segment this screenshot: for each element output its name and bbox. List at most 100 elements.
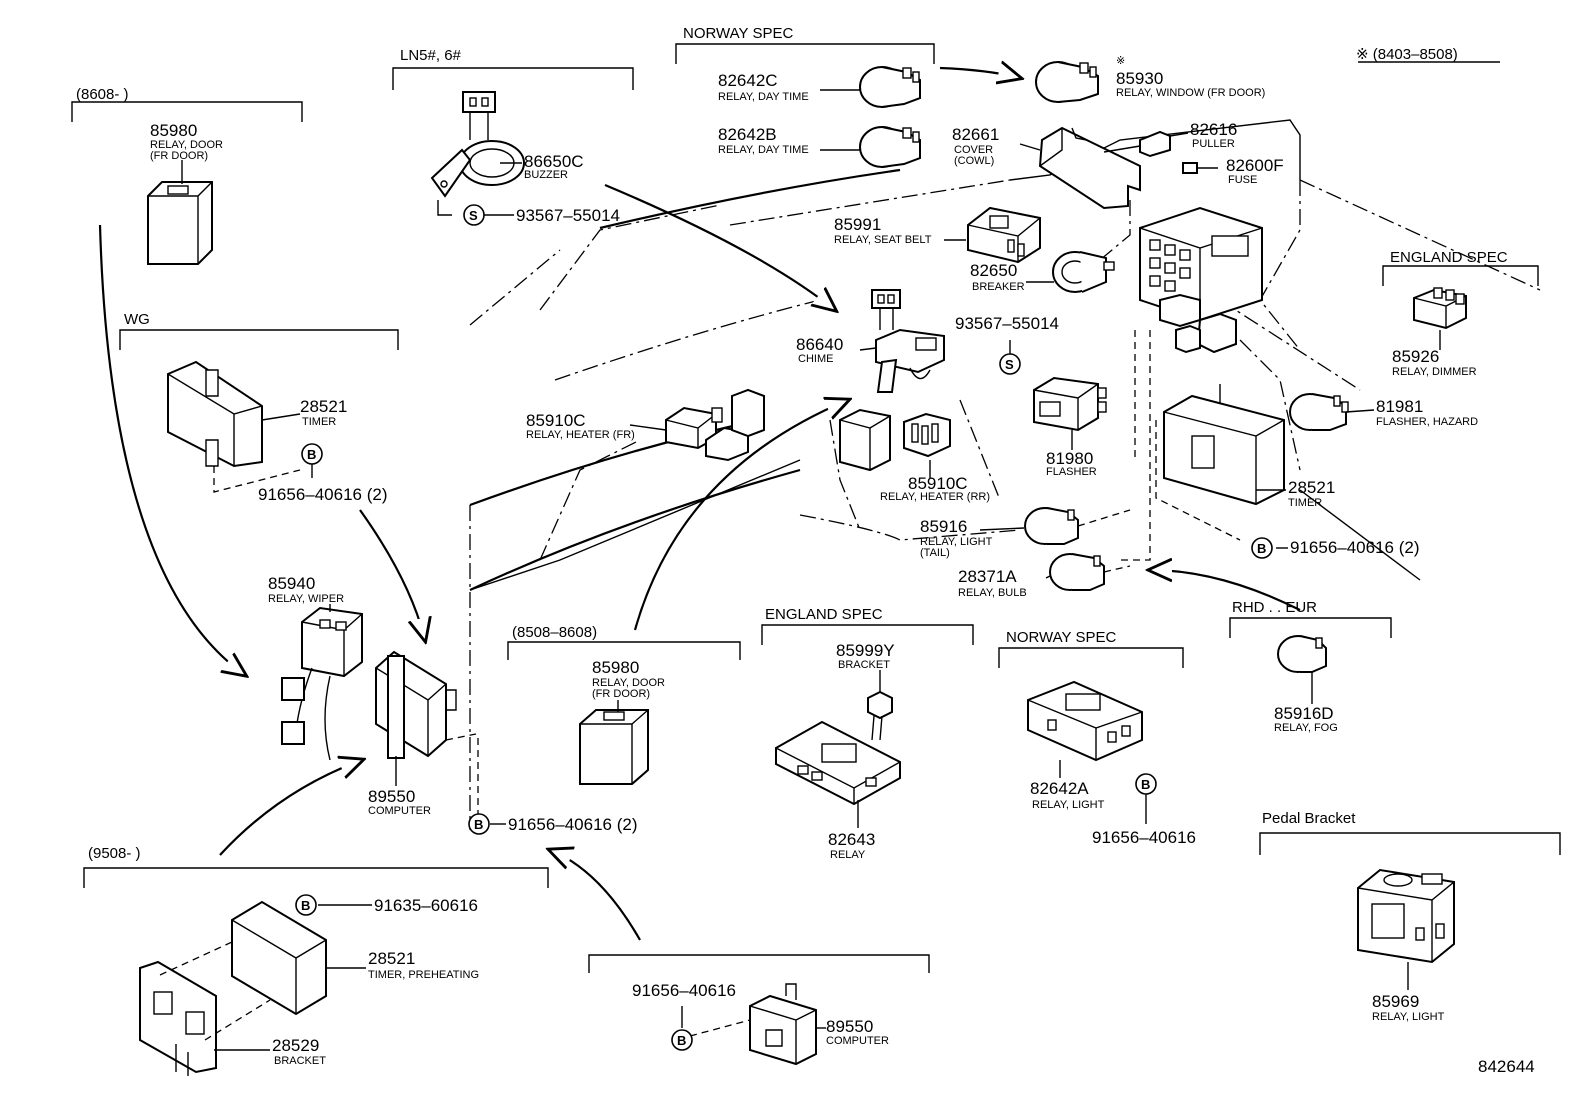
label-82650-num: 82650 — [970, 261, 1017, 280]
label-89550-l-d1: COMPUTER — [368, 805, 431, 817]
group-ln5: LN5#, 6# — [392, 47, 634, 90]
label-85916-num: 85916 — [920, 517, 967, 536]
label-85999y: 85999Y BRACKET — [836, 641, 895, 671]
label-82642a: 82642A RELAY, LIGHT — [1030, 779, 1105, 811]
label-85999y-d1: BRACKET — [838, 659, 890, 671]
label-85999y-num: 85999Y — [836, 641, 895, 660]
group-norway-mid-label: NORWAY SPEC — [1006, 629, 1116, 646]
clip-s-chime: S — [999, 353, 1021, 375]
part-labels: 85980 RELAY, DOOR (FR DOOR) 86650C BUZZE… — [150, 55, 1535, 1076]
label-82642c-num: 82642C — [718, 71, 778, 90]
computer-89550-l-shape — [375, 650, 477, 759]
clip-b-wg-glyph: B — [307, 447, 316, 462]
label-85980-mid-d2: (FR DOOR) — [592, 688, 650, 700]
label-91656-n-num: 91656–40616 — [1092, 828, 1196, 847]
parts-illustrations — [139, 61, 1467, 1076]
label-85940: 85940 RELAY, WIPER — [268, 574, 344, 605]
label-81980-d1: FLASHER — [1046, 466, 1097, 478]
vehicle-outline — [469, 119, 1541, 830]
clip-b-wg: B — [301, 443, 323, 465]
clip-b-bottom-glyph: B — [677, 1033, 686, 1048]
label-85910c-fr-d1: RELAY, HEATER (FR) — [526, 429, 635, 441]
label-85940-d1: RELAY, WIPER — [268, 593, 344, 605]
label-89550-bot-d1: COMPUTER — [826, 1035, 889, 1047]
label-85926-num: 85926 — [1392, 347, 1439, 366]
label-82643-num: 82643 — [828, 830, 875, 849]
label-82642a-num: 82642A — [1030, 779, 1089, 798]
label-28521-wg: 28521 TIMER — [300, 397, 347, 428]
clip-b-computer: B — [468, 813, 490, 835]
label-85930-mark: ※ — [1116, 55, 1125, 67]
label-89550-l-num: 89550 — [368, 787, 415, 806]
label-28371a-d1: RELAY, BULB — [958, 587, 1027, 599]
relay-85926-shape — [1413, 287, 1467, 330]
group-england-mid-label: ENGLAND SPEC — [765, 606, 883, 623]
label-28521-pre-num: 28521 — [368, 949, 415, 968]
relay-82642c-shape — [859, 66, 921, 108]
label-28521-pre-d1: TIMER, PREHEATING — [368, 969, 479, 981]
label-82661-num: 82661 — [952, 125, 999, 144]
group-8508-label: (8508–8608) — [512, 624, 597, 641]
label-28529: 28529 BRACKET — [272, 1036, 326, 1067]
label-85910c-fr-num: 85910C — [526, 411, 586, 430]
label-93567-top-num: 93567–55014 — [516, 206, 620, 225]
label-82661-d2: (COWL) — [954, 155, 994, 167]
label-85969-d1: RELAY, LIGHT — [1372, 1011, 1445, 1023]
clip-b-right-glyph: B — [1257, 541, 1266, 556]
relay-85980-top-shape — [147, 181, 213, 265]
label-28371a: 28371A RELAY, BULB — [958, 567, 1027, 599]
label-85980-top-num: 85980 — [150, 121, 197, 140]
label-81980-num: 81980 — [1046, 449, 1093, 468]
fuse-82600f-shape — [1182, 162, 1218, 174]
label-85916d-num: 85916D — [1274, 704, 1334, 723]
clip-b-norway-glyph: B — [1141, 777, 1150, 792]
relay-82643-shape — [775, 720, 901, 806]
clip-s-chime-glyph: S — [1005, 357, 1014, 372]
group-wg-label: WG — [124, 311, 150, 328]
clip-s-top-glyph: S — [469, 208, 478, 223]
group-9508-label: (9508- ) — [88, 845, 141, 862]
group-8608: (8608- ) — [71, 86, 303, 122]
relay-85991-shape — [967, 206, 1041, 264]
group-pedal: Pedal Bracket — [1259, 810, 1561, 855]
label-28529-d1: BRACKET — [274, 1055, 326, 1067]
bracket-85999y-shape — [867, 690, 893, 741]
group-ln5-label: LN5#, 6# — [400, 47, 462, 64]
junction-block-shape — [1139, 206, 1263, 354]
label-85969-num: 85969 — [1372, 992, 1419, 1011]
label-28521-r-num: 28521 — [1288, 478, 1335, 497]
relay-28371a-shape — [1049, 553, 1131, 591]
label-85930-d1: RELAY, WINDOW (FR DOOR) — [1116, 87, 1265, 99]
label-91656-c-num: 91656–40616 (2) — [508, 815, 638, 834]
label-85940-num: 85940 — [268, 574, 315, 593]
relay-85940-shape — [281, 606, 363, 761]
relay-82642a-shape — [1027, 680, 1143, 762]
label-86640-d1: CHIME — [798, 353, 833, 365]
clip-b-right: B — [1251, 537, 1273, 559]
label-93567-chime-num: 93567–55014 — [955, 314, 1059, 333]
label-82661-d1: COVER — [954, 144, 993, 156]
label-86650c-d1: BUZZER — [524, 169, 568, 181]
label-91656-r-num: 91656–40616 (2) — [1290, 538, 1420, 557]
label-91635-num: 91635–60616 — [374, 896, 478, 915]
relay-85980-mid-shape — [579, 709, 649, 785]
label-89550-l: 89550 COMPUTER — [368, 787, 431, 817]
label-82616: 82616 PULLER — [1190, 120, 1237, 150]
group-8508: (8508–8608) — [507, 624, 741, 660]
label-85991-num: 85991 — [834, 215, 881, 234]
label-28521-pre: 28521 TIMER, PREHEATING — [368, 949, 479, 981]
group-england-mid: ENGLAND SPEC — [761, 606, 974, 645]
label-91656-wg-num: 91656–40616 (2) — [258, 485, 388, 504]
label-85991-d1: RELAY, SEAT BELT — [834, 234, 932, 246]
flasher-81981-shape — [1289, 393, 1349, 431]
label-82642c: 82642C RELAY, DAY TIME — [718, 71, 809, 103]
relay-85916d-shape — [1277, 635, 1327, 673]
label-28521-r-d1: TIMER — [1288, 497, 1322, 509]
group-bottom — [588, 954, 930, 973]
label-28521-r: 28521 TIMER — [1288, 478, 1335, 509]
label-82643: 82643 RELAY — [828, 830, 875, 861]
label-85980-top-d2: (FR DOOR) — [150, 150, 208, 162]
label-82650: 82650 BREAKER — [970, 261, 1025, 293]
